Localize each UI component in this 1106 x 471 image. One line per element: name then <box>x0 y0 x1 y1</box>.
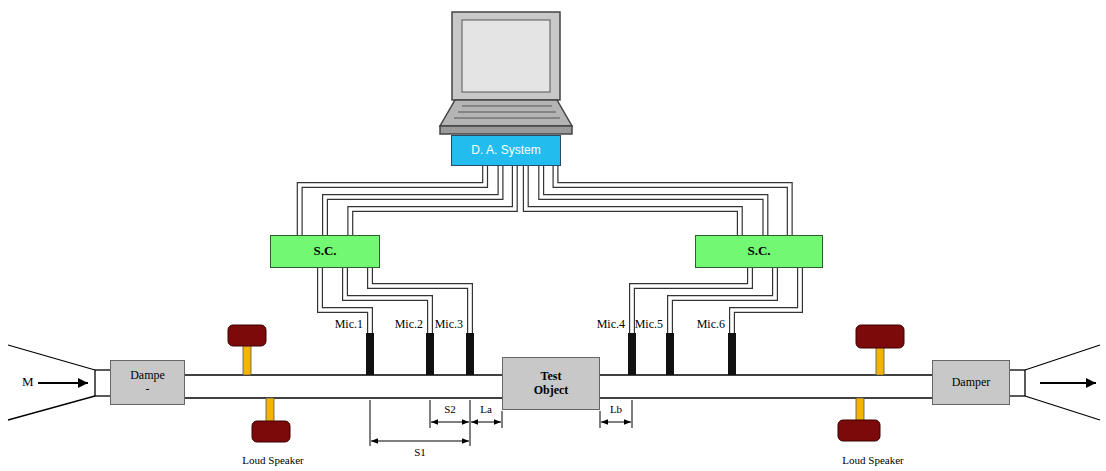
flow-arrow <box>1040 382 1096 384</box>
mic-label: Mic.2 <box>395 318 423 331</box>
cable-core <box>556 166 790 235</box>
flow-arrow <box>38 382 88 384</box>
cable-core <box>350 166 515 235</box>
node-label: - <box>146 383 150 396</box>
laptop-icon <box>440 12 572 134</box>
loud-speaker <box>228 325 266 375</box>
mic-label: Mic.3 <box>435 318 463 331</box>
inlet-funnel <box>8 345 110 420</box>
mic-label: Mic.1 <box>335 318 363 331</box>
node-label: S.C. <box>747 244 770 258</box>
daq-box: D. A. System <box>451 135 561 166</box>
dimension-label: La <box>480 403 492 415</box>
node-label: Test Object <box>526 370 576 396</box>
node-label: Damper <box>952 376 991 389</box>
dimension-label: Lb <box>610 403 622 415</box>
node-label: Dampe <box>130 369 165 382</box>
node-label: D. A. System <box>471 144 540 157</box>
damper-box: Dampe- <box>110 360 185 405</box>
loud-speaker <box>856 325 904 375</box>
mic-cable <box>320 268 800 333</box>
cable-outline <box>526 166 740 235</box>
cable-connector <box>541 166 765 235</box>
signal-conditioner: S.C. <box>270 235 380 268</box>
signal-conditioner: S.C. <box>695 235 823 268</box>
damper-box: Damper <box>932 360 1010 405</box>
cable-outline <box>541 166 765 235</box>
cable-core <box>526 166 740 235</box>
mic-label: Mic.5 <box>635 318 663 331</box>
speaker-label: Loud Speaker <box>842 454 903 466</box>
cable-outline <box>556 166 790 235</box>
cable-connector <box>350 166 515 235</box>
cable-outline <box>350 166 515 235</box>
dimension-label: S2 <box>444 403 456 415</box>
flow-label: M <box>22 375 34 389</box>
mic-label: Mic.4 <box>597 318 625 331</box>
loud-speaker <box>838 398 880 441</box>
node-label: S.C. <box>313 244 336 258</box>
mic-label: Mic.6 <box>697 318 725 331</box>
cable-connector <box>526 166 740 235</box>
outlet-funnel <box>1010 345 1100 420</box>
speaker-label: Loud Speaker <box>242 454 303 466</box>
loud-speaker <box>252 398 290 442</box>
cable-core <box>541 166 765 235</box>
dimension-label: S1 <box>414 446 426 458</box>
test-object: Test Object <box>502 357 600 410</box>
cable-connector <box>556 166 790 235</box>
